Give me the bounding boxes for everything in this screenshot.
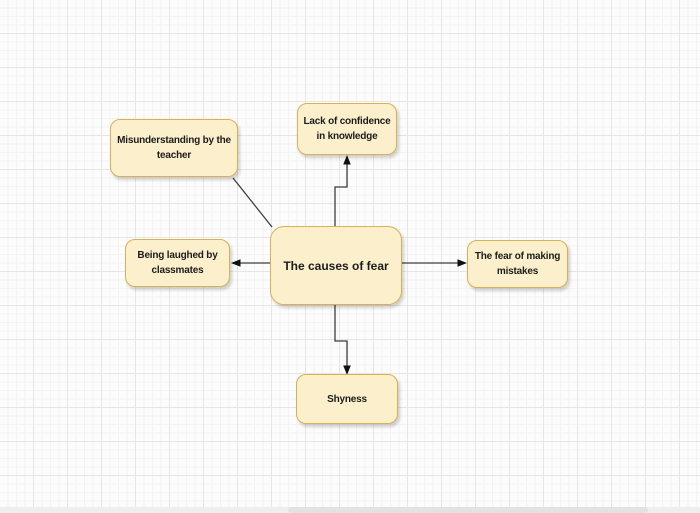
node-label: Shyness (327, 393, 367, 405)
node-label: The fear of making mistakes (474, 251, 561, 277)
horizontal-scrollbar-thumb[interactable] (288, 507, 648, 513)
node-causes-of-fear[interactable]: The causes of fear (270, 226, 402, 305)
arrowhead-left[interactable] (231, 259, 241, 267)
connector-center-to-confidence[interactable] (334, 158, 348, 226)
horizontal-scrollbar-track[interactable] (0, 507, 700, 513)
arrowhead-down[interactable] (343, 365, 351, 376)
arrowhead-right[interactable] (457, 259, 468, 267)
node-lack-of-confidence[interactable]: Lack of confidence in knowledge (297, 103, 397, 155)
node-being-laughed-by-classmates[interactable]: Being laughed by classmates (125, 239, 230, 287)
node-misunderstanding-by-teacher[interactable]: Misunderstanding by the teacher (110, 119, 238, 177)
connector-center-to-shyness[interactable] (334, 305, 348, 367)
node-label: Lack of confidence in knowledge (303, 116, 391, 142)
node-shyness[interactable]: Shyness (296, 374, 398, 424)
node-label: Misunderstanding by the teacher (117, 135, 231, 161)
node-label: Being laughed by classmates (137, 250, 218, 276)
connector-center-to-teacher[interactable] (232, 177, 273, 228)
node-label: The causes of fear (283, 258, 389, 273)
node-fear-of-making-mistakes[interactable]: The fear of making mistakes (467, 240, 568, 288)
arrowhead-up[interactable] (343, 155, 351, 165)
